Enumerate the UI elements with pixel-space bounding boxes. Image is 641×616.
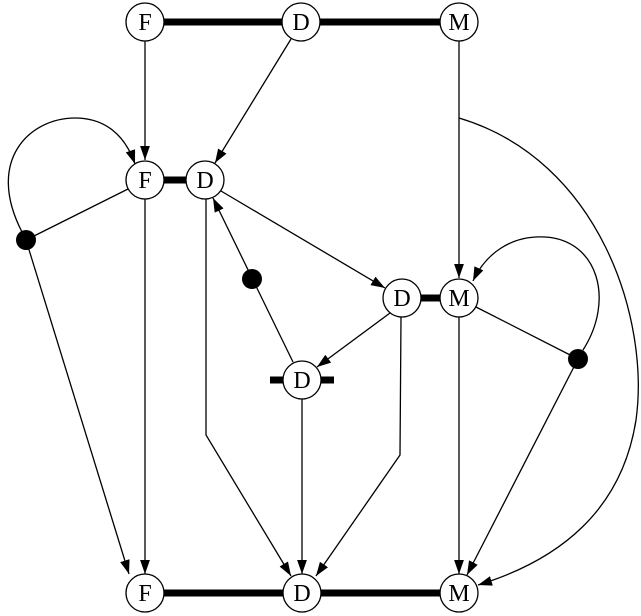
edge-topD-midD xyxy=(214,38,292,164)
node-label: D xyxy=(292,10,309,36)
junction-dots xyxy=(16,230,588,369)
edge-midD-rightD xyxy=(220,190,386,289)
node-bot-m: M xyxy=(439,573,479,613)
node-right-m: M xyxy=(439,278,479,318)
edge-rightM-dotRight xyxy=(475,306,579,360)
junction-dot-left xyxy=(16,230,36,250)
node-label: D xyxy=(393,286,410,312)
node-label: D xyxy=(293,368,310,394)
node-bot-d: D xyxy=(282,573,322,613)
edge-dotRight-botM xyxy=(466,358,579,576)
node-label: M xyxy=(448,10,469,36)
node-center-d: D xyxy=(282,360,322,400)
node-mid-d: D xyxy=(185,160,225,200)
node-bot-f: F xyxy=(125,573,165,613)
edge-rightD-botD xyxy=(315,316,402,577)
edge-midD-botD xyxy=(205,199,292,577)
nodes: F D M F D D M D xyxy=(125,2,479,613)
node-top-m: M xyxy=(439,2,479,42)
node-mid-f: F xyxy=(125,160,165,200)
node-right-d: D xyxy=(382,278,422,318)
edges xyxy=(7,38,639,586)
node-label: F xyxy=(138,10,151,36)
node-top-f: F xyxy=(125,2,165,42)
node-label: D xyxy=(293,581,310,607)
edge-dotRight-rightM-loop xyxy=(472,236,600,351)
node-top-d: D xyxy=(281,2,321,42)
edge-dotLeft-midF-loop xyxy=(7,117,136,233)
node-label: M xyxy=(448,286,469,312)
edge-topM-botM-arc xyxy=(458,117,639,586)
node-label: D xyxy=(196,168,213,194)
junction-dot-center xyxy=(242,269,262,289)
edge-dotLeft-botF xyxy=(25,239,130,575)
junction-dot-right xyxy=(568,349,588,369)
node-label: F xyxy=(138,168,151,194)
edge-rightD-centerD xyxy=(316,312,391,368)
edge-midF-dotLeft xyxy=(25,188,129,241)
node-label: F xyxy=(138,581,151,607)
node-label: M xyxy=(448,581,469,607)
